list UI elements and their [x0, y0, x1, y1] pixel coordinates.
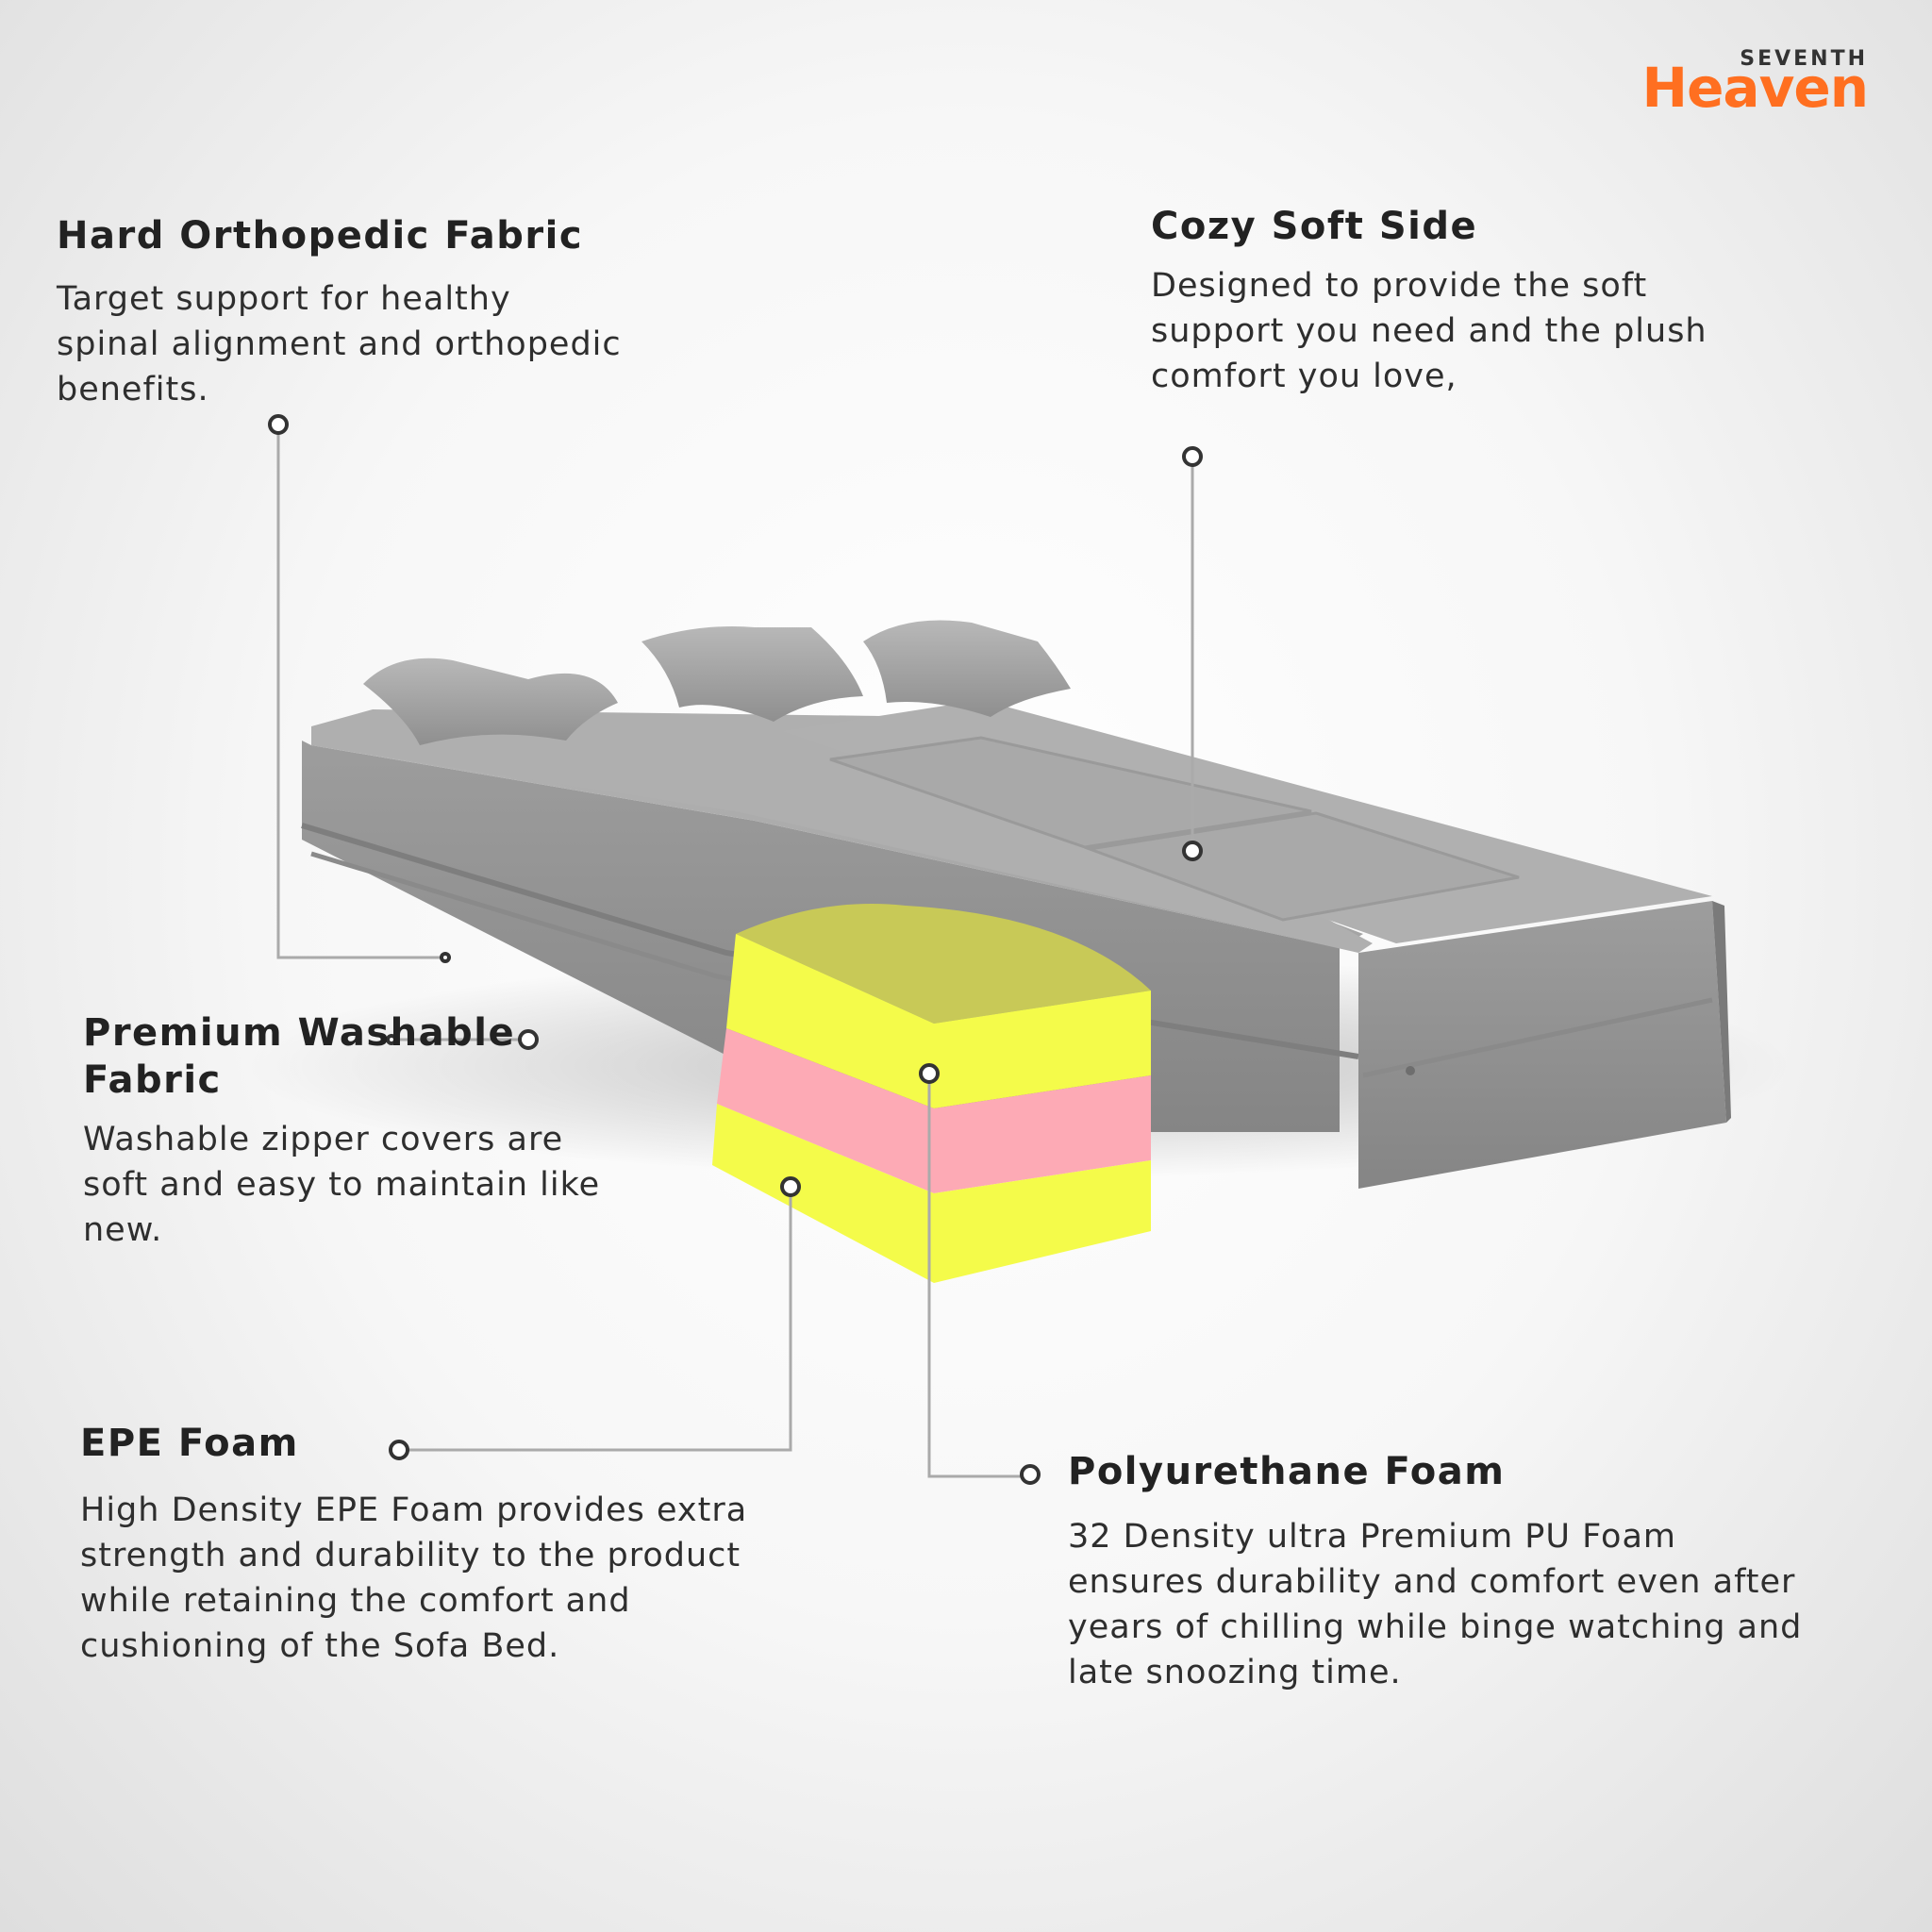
marker-premium — [386, 1034, 397, 1045]
marker-hard — [268, 414, 289, 435]
pillow-middle — [641, 626, 863, 722]
connector-epe — [401, 1189, 792, 1452]
foam-layer-top — [726, 934, 1151, 1108]
marker-pu — [1020, 1464, 1041, 1485]
feature-title: Premium Washable Fabric — [83, 1011, 516, 1102]
cozy-panel-front — [1084, 811, 1520, 922]
marker-epe — [389, 1440, 409, 1460]
pillow-right — [863, 620, 1071, 717]
logo-small-text: SEVENTH — [1740, 47, 1868, 71]
feature-title: Hard Orthopedic Fabric — [57, 214, 584, 258]
feature-title: Cozy Soft Side — [1151, 205, 1478, 248]
marker-cozy — [1182, 446, 1203, 467]
right-piping — [1362, 997, 1713, 1078]
connector-hard — [276, 426, 445, 959]
foam-top-cut — [736, 904, 1151, 1024]
logo-main-text: Heaven — [1641, 56, 1869, 120]
marker-premium-end — [518, 1029, 539, 1050]
feature-text: 32 Density ultra Premium PU Foam ensures… — [1068, 1518, 1803, 1691]
marker-cozy-end — [1182, 841, 1203, 861]
zipper-pull — [1406, 1066, 1415, 1075]
feature-title: EPE Foam — [80, 1422, 299, 1465]
pillow-left — [363, 658, 618, 745]
feature-hard-orthopedic: Hard Orthopedic Fabric Target support fo… — [57, 212, 623, 412]
left-mattress-top-main — [311, 709, 1373, 953]
right-mattress-front — [1358, 901, 1726, 1189]
feature-epe-foam: EPE Foam High Density EPE Foam provides … — [80, 1420, 797, 1669]
foam-layer-bottom — [712, 1104, 1151, 1283]
feature-title: Polyurethane Foam — [1068, 1450, 1506, 1493]
brand-logo: SEVENTH Heaven — [1642, 47, 1869, 118]
feature-polyurethane-foam: Polyurethane Foam 32 Density ultra Premi… — [1068, 1448, 1823, 1695]
feature-text: Washable zipper covers are soft and easy… — [83, 1121, 601, 1249]
feature-text: Designed to provide the soft support you… — [1151, 267, 1707, 395]
right-mattress-right-face — [1712, 901, 1731, 1123]
feature-text: Target support for healthy spinal alignm… — [57, 280, 622, 408]
foam-layer-middle — [717, 1028, 1151, 1193]
feature-premium-washable: Premium Washable Fabric Washable zipper … — [83, 1009, 611, 1253]
feature-text: High Density EPE Foam provides extra str… — [80, 1491, 748, 1665]
marker-epe-end — [780, 1176, 801, 1197]
feature-cozy-soft-side: Cozy Soft Side Designed to provide the s… — [1151, 203, 1736, 399]
connector-pu — [927, 1075, 1028, 1478]
marker-pu-end — [919, 1063, 940, 1084]
marker-hard-end — [440, 952, 451, 963]
